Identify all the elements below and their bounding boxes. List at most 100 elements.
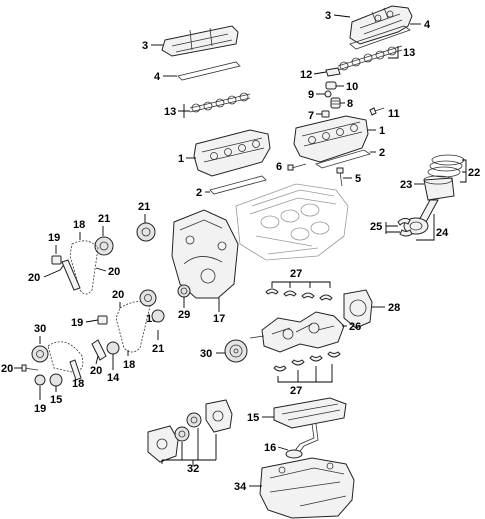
callout-4-right: 4: [424, 19, 431, 31]
callout-10: 10: [346, 81, 358, 93]
callout-18-low: 18: [123, 359, 135, 371]
tensioner-bolt: [21, 364, 39, 372]
connecting-rod: [403, 199, 439, 235]
callout-12: 12: [300, 69, 312, 81]
cam-sprocket-center: [139, 289, 157, 307]
callout-13-right: 13: [403, 47, 415, 59]
lash-adjuster: [325, 81, 337, 90]
engine-block: [235, 183, 349, 261]
callout-17: 17: [213, 313, 225, 325]
rod-bearings: [397, 217, 413, 237]
piston: [423, 175, 455, 201]
cam-phaser-center: [136, 222, 156, 242]
windage-baffle: [273, 397, 347, 429]
callout-25: 25: [370, 221, 382, 233]
camshaft-left: [189, 92, 251, 113]
cylinder-head-right: [293, 115, 369, 163]
chain-guide-lower: [69, 359, 82, 381]
valve-cover-left: [161, 25, 239, 57]
crank-sprocket-center: [106, 341, 120, 355]
valve-keeper: [324, 90, 332, 98]
valve-spring: [330, 97, 341, 109]
oil-pickup-tube: [285, 423, 319, 459]
callout-20-b: 20: [108, 266, 120, 278]
callout-21-left: 21: [98, 213, 110, 225]
callout-26: 26: [349, 321, 361, 333]
balance-shaft-sprocket: [49, 373, 63, 387]
callout-23: 23: [400, 179, 412, 191]
main-bearings-upper: [265, 288, 333, 301]
callout-24: 24: [436, 227, 449, 239]
timing-chain-left: [69, 240, 99, 295]
callout-18-bottom: 18: [72, 378, 84, 390]
callout-19-top: 19: [48, 232, 60, 244]
callout-9: 9: [308, 89, 314, 101]
oil-pump-body: [147, 425, 179, 463]
valve-seal: [321, 110, 330, 118]
oil-pump-gear-b: [186, 412, 202, 428]
oil-pump-gear-a: [174, 426, 190, 442]
callout-6: 6: [276, 161, 282, 173]
callout-14: 30: [34, 323, 46, 335]
callout-7: 7: [308, 110, 314, 122]
chain-tensioner-left: [51, 255, 62, 265]
callout-8: 8: [347, 98, 353, 110]
callout-31: 34: [234, 481, 247, 493]
valve: [369, 107, 385, 116]
crank-pulley: [224, 339, 248, 363]
head-gasket-left: [209, 175, 267, 195]
callout-22: 22: [468, 167, 480, 179]
oil-pump-cover: [205, 399, 233, 433]
main-bearings-lower: [273, 351, 341, 372]
callout-28: 28: [388, 302, 400, 314]
callout-29: 29: [178, 309, 190, 321]
callout-15: 14: [107, 372, 120, 384]
callout-34: 16: [264, 442, 276, 454]
dowel-pin: [336, 167, 344, 187]
callout-20-e: 20: [1, 363, 13, 375]
chain-guide-left: [61, 259, 81, 291]
callout-27-bottom: 27: [290, 385, 302, 397]
callout-3-left: 3: [142, 40, 148, 52]
callout-18-top: 18: [73, 219, 85, 231]
front-seal: [177, 284, 191, 298]
callout-19-low: 19: [34, 403, 46, 415]
callout-1-right: 1: [379, 125, 385, 137]
valve-cover-gasket-left: [177, 61, 241, 81]
callout-20-a: 20: [28, 272, 40, 284]
cylinder-head-left: [193, 129, 271, 177]
head-gasket-right: [315, 149, 371, 169]
crank-sprocket-lower: [34, 374, 46, 386]
idler-sprocket: [151, 309, 165, 323]
crankshaft: [249, 311, 345, 353]
valve-cover-gasket-right: [349, 25, 411, 50]
callout-30: 30: [200, 348, 212, 360]
callout-13-left: 13: [164, 106, 176, 118]
rear-main-seal-housing: [343, 289, 373, 329]
callout-20-c: 20: [112, 289, 124, 301]
head-bolt: [287, 163, 307, 171]
cam-sprocket-left: [94, 236, 114, 256]
timing-chain-center: [115, 301, 151, 353]
callout-33: 32: [187, 463, 199, 475]
callout-1-left: 1: [178, 153, 184, 165]
callout-4-left: 4: [154, 71, 161, 83]
callout-21-top: 21: [138, 201, 150, 213]
callout-27-top: 27: [290, 268, 302, 280]
chain-guide-center: [91, 339, 107, 361]
piston-rings: [427, 154, 465, 178]
callout-3-right: 3: [325, 10, 331, 22]
callout-16: 15: [50, 394, 62, 406]
callout-20-d: 20: [90, 365, 102, 377]
callout-32: 15: [247, 412, 259, 424]
callout-19-mid: 19: [71, 317, 83, 329]
camshaft-right: [337, 45, 403, 71]
oil-pump-sprocket: [31, 345, 49, 363]
timing-cover: [171, 209, 239, 299]
callout-2-left: 2: [196, 187, 202, 199]
valve-cover-right: [349, 5, 413, 45]
oil-pan: [259, 457, 355, 519]
callout-2-right: 2: [379, 147, 385, 159]
